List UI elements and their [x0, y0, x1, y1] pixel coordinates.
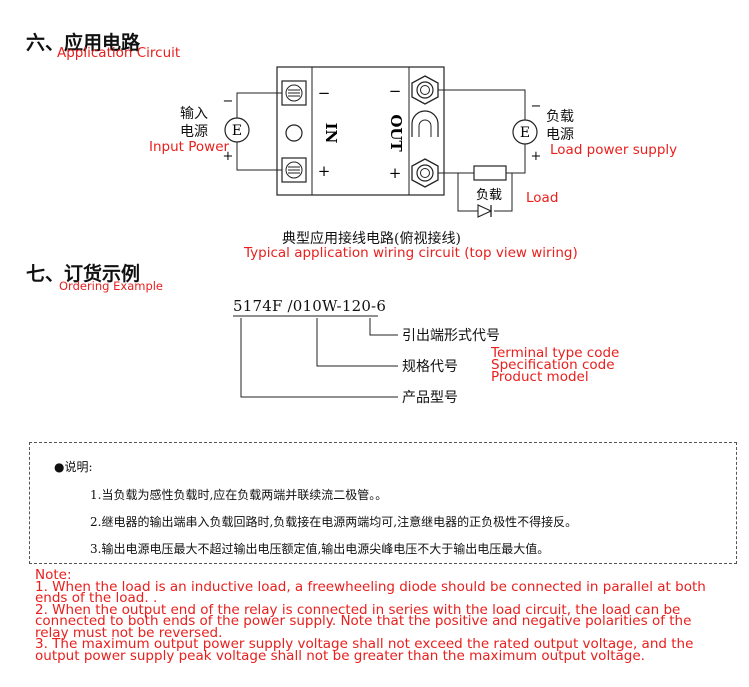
output-source-symbol [512, 119, 538, 145]
out-minus-mark: − [389, 82, 402, 100]
out-plus-mark: + [389, 164, 402, 182]
output-terminal-minus [411, 75, 439, 105]
section6-title-en: Application Circuit [57, 45, 181, 61]
circuit-caption-en: Typical application wiring circuit (top … [244, 245, 578, 261]
input-label-cn-2: 电源 [180, 124, 208, 140]
input-source-minus: − [223, 94, 234, 109]
input-label-cn-1: 输入 [180, 106, 208, 122]
notes-box: ●说明: 1.当负载为感性负载时,应在负载两端并联续流二极管。。 2.继电器的输… [29, 442, 737, 564]
terminal-code-cn: 引出端形式代号 [402, 328, 500, 344]
input-terminal-plus [281, 157, 307, 183]
load-label-en: Load [526, 190, 559, 206]
notes-en: Note: 1. When the load is an inductive l… [35, 567, 735, 664]
application-circuit-diagram: IN OUT − + − + E − + E − + 负载 [223, 66, 542, 218]
note-en-line: ends of the load. . [35, 590, 158, 606]
note-en-line: output power supply peak voltage shall n… [35, 647, 645, 664]
in-label: IN [322, 123, 340, 144]
freewheeling-diode-icon [477, 204, 493, 218]
output-source-plus: + [531, 149, 542, 164]
note-cn-1: 1.当负载为感性负载时,应在负载两端并联续流二极管。。 [90, 488, 388, 502]
output-label-en: Load power supply [550, 142, 678, 158]
input-source-symbol [224, 117, 250, 143]
output-slot-inner [418, 119, 432, 137]
input-terminal-minus [281, 80, 307, 106]
note-en-line: Note: [35, 567, 72, 583]
spec-code-en: Specification code [491, 357, 615, 373]
diode-wire-left [457, 173, 478, 212]
input-wire-plus [236, 142, 282, 171]
input-source-plus: + [223, 149, 234, 164]
output-wire-minus [438, 89, 526, 120]
leader-spec [316, 318, 398, 367]
section7-title-en: Ordering Example [59, 279, 164, 293]
load-resistor [473, 165, 507, 181]
ordering-code: 5174F /010W-120-6 [233, 297, 387, 315]
in-plus-mark: + [318, 162, 331, 180]
note-cn-2: 2.继电器的输出端串入负载回路时,负载接在电源两端均可,注意继电器的正负极性不得… [90, 515, 578, 529]
note-en-line: 2. When the output end of the relay is c… [35, 601, 681, 618]
section7-title-cn: 七、订货示例 [26, 263, 141, 285]
output-slot [411, 110, 439, 137]
leader-terminal [369, 318, 398, 336]
load-label-cn: 负载 [476, 188, 502, 203]
output-label-cn-2: 电源 [546, 127, 574, 143]
product-model-en: Product model [491, 369, 589, 385]
output-source-minus: − [531, 99, 542, 114]
product-model-cn: 产品型号 [402, 390, 458, 406]
terminal-code-en: Terminal type code [491, 345, 620, 361]
spec-code-cn: 规格代号 [402, 359, 458, 375]
out-label: OUT [387, 114, 405, 152]
output-source-e: E [520, 125, 530, 141]
input-label-en: Input Power [149, 139, 230, 155]
in-minus-mark: − [318, 84, 331, 102]
note-cn-3: 3.输出电源电压最大不超过输出电压额定值,输出电源尖峰电压不大于输出电压最大值。 [90, 542, 550, 556]
diode-wire-right [494, 173, 513, 212]
note-en-line: relay must not be reversed. [35, 624, 223, 641]
note-en-line: 1. When the load is an inductive load, a… [35, 578, 706, 595]
output-label-cn-1: 负载 [546, 109, 574, 125]
input-wire-minus [236, 92, 282, 118]
note-en-line: 3. The maximum output power supply volta… [35, 636, 694, 652]
ordering-leader-lines [233, 315, 398, 398]
leader-product [240, 318, 398, 398]
circuit-caption-cn: 典型应用接线电路(俯视接线) [282, 231, 461, 247]
note-en-line: connected to both ends of the power supp… [35, 613, 692, 629]
input-source-e: E [232, 123, 242, 139]
mounting-hole [285, 124, 303, 142]
section6-title-cn: 六、应用电路 [26, 32, 141, 54]
output-terminal-plus [411, 158, 439, 188]
notes-heading: ●说明: [54, 460, 93, 474]
